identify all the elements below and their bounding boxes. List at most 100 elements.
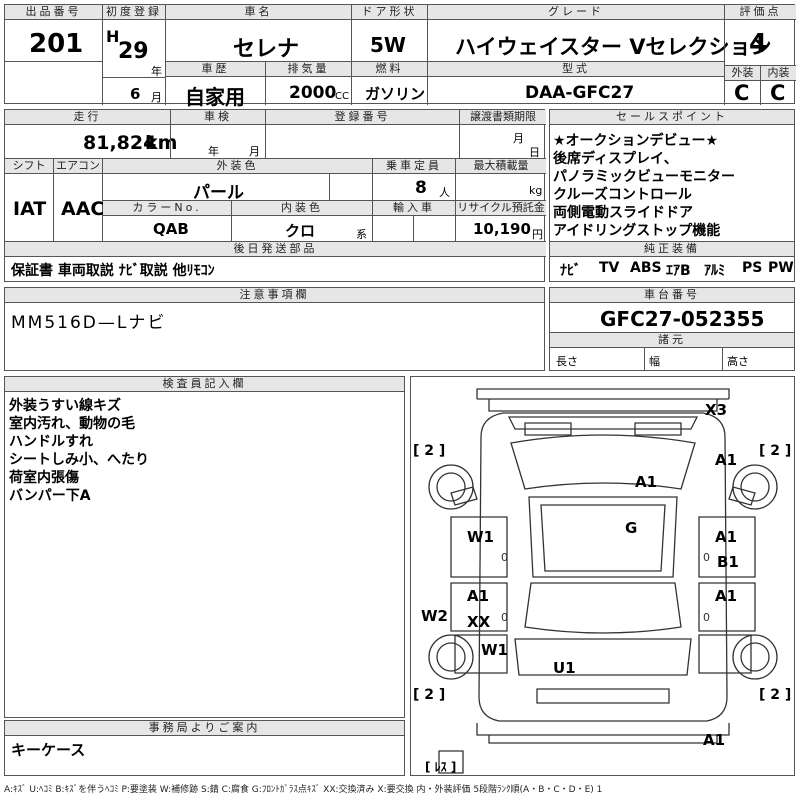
tire-grade: [ 2 ]	[759, 687, 791, 703]
door-type: 5W	[370, 33, 406, 57]
int-color: クロ	[285, 222, 316, 240]
width-label: 幅	[649, 355, 660, 368]
chassis-header: 車台番号	[550, 288, 794, 303]
inspector-line: シートしみ小、へたり	[9, 452, 149, 468]
inspector-line: 室内汚れ、動物の毛	[9, 416, 136, 432]
damage-mark: G	[625, 519, 637, 537]
capacity-unit: 人	[439, 186, 450, 199]
lot-number: 201	[29, 29, 84, 59]
year-unit: 年	[151, 65, 162, 78]
inspector-line: ハンドルすれ	[9, 434, 93, 450]
era: H	[106, 27, 120, 46]
ac-header: エアコン	[54, 159, 102, 174]
color-no-header: カラーNo.	[103, 201, 231, 216]
fuel: ガソリン	[365, 85, 426, 103]
zero-mark: 0	[501, 551, 508, 564]
inspector-line: バンパー下A	[9, 488, 91, 504]
mileage: 81,824	[83, 132, 157, 154]
header-table: 出品番号 201 初度登録 H 29 年 6 月 車名 セレナ ドア形状 5W …	[4, 4, 796, 109]
inspector-header: 検査員記入欄	[5, 377, 404, 392]
insp-month-unit: 月	[249, 145, 260, 158]
chassis-box: 車台番号 GFC27-052355 諸元 長さ 幅 高さ	[549, 287, 795, 371]
sales-line: ★オークションデビュー★	[553, 133, 719, 149]
tire-grade: [ 2 ]	[413, 443, 445, 459]
zero-mark: 0	[703, 611, 710, 624]
spec-table: 走行 81,824 km 車検 年 月 登録番号 譲渡書類期限 月 日 シフト …	[4, 109, 546, 282]
recycle-unit: 円	[532, 228, 543, 241]
sales-line: アイドリングストップ機能	[553, 223, 721, 239]
damage-mark: A1	[635, 473, 657, 491]
lot-header: 出品番号	[5, 5, 102, 20]
damage-mark: U1	[553, 659, 576, 677]
ext-header: 外装	[725, 66, 760, 81]
equipment-item: ｱﾙﾐ	[704, 263, 725, 279]
fuel-header: 燃料	[352, 62, 427, 77]
recycle-fee: 10,190	[473, 220, 531, 238]
aircon: AAC	[61, 198, 105, 220]
displacement-header: 排気量	[266, 62, 351, 77]
sales-points-header: セールスポイント	[550, 110, 794, 125]
deadline-day: 日	[529, 146, 540, 159]
doors-header: ドア形状	[352, 5, 427, 20]
cc-unit: CC	[335, 91, 349, 102]
later-parts: 保証書 車両取説 ﾅﾋﾞ取説 他ﾘﾓｺﾝ	[11, 263, 215, 279]
later-parts-header: 後日発送部品	[5, 242, 546, 257]
int-color-header: 内装色	[232, 201, 372, 216]
shift: IAT	[13, 198, 47, 220]
inspection-header: 車検	[171, 110, 265, 125]
deadline-header: 譲渡書類期限	[460, 110, 546, 125]
load-unit: kg	[529, 184, 543, 197]
damage-mark: A1	[715, 528, 737, 546]
notes-text: MM516D—Lナビ	[11, 313, 167, 333]
tire-grade: [ 2 ]	[759, 443, 791, 459]
damage-mark: XX	[467, 613, 491, 631]
equipment-item: ﾅﾋﾞ	[560, 263, 581, 279]
score-header: 評価点	[725, 5, 796, 20]
grade: ハイウェイスター Vセレクション	[455, 35, 772, 59]
spare-tire: [ ﾚｽ ]	[425, 760, 456, 774]
car-diagram-box: X3 A1 A1 G W1 A1 B1 A1 A1 XX W2 W1 U1 A1…	[410, 376, 795, 776]
sales-points-box: セールスポイント ★オークションデビュー★ 後席ディスプレイ、 パノラミックビュ…	[549, 109, 795, 282]
type-code: DAA-GFC27	[525, 83, 635, 103]
int-color-unit: 系	[356, 228, 367, 241]
zero-mark: 0	[501, 611, 508, 624]
int-grade: C	[770, 81, 786, 105]
reg-header: 登録番号	[266, 110, 459, 125]
zero-mark: 0	[703, 551, 710, 564]
height-label: 高さ	[727, 355, 749, 368]
equipment-item: ABS	[630, 260, 662, 276]
score: 4	[749, 29, 768, 59]
load-header: 最大積載量	[456, 159, 546, 174]
sales-line: 両側電動スライドドア	[553, 205, 693, 221]
office-box: 事務局よりご案内 キーケース	[4, 720, 405, 776]
capacity-header: 乗車定員	[373, 159, 455, 174]
color-header: 外装色	[103, 159, 372, 174]
sales-line: 後席ディスプレイ、	[553, 151, 678, 167]
ext-grade: C	[734, 81, 750, 105]
damage-mark: W2	[421, 607, 448, 625]
office-text: キーケース	[11, 741, 86, 759]
inspector-line: 外装うすい線キズ	[9, 398, 121, 414]
history: 自家用	[185, 85, 245, 109]
notes-header: 注意事項欄	[5, 288, 544, 303]
history-header: 車歴	[166, 62, 265, 77]
inspector-line: 荷室内張傷	[9, 470, 79, 486]
insp-year-unit: 年	[208, 145, 219, 158]
equipment-item: PW	[768, 260, 794, 276]
length-label: 長さ	[556, 355, 578, 368]
sales-line: パノラミックビューモニター	[553, 169, 735, 185]
damage-mark: W1	[467, 528, 494, 546]
damage-mark: A1	[715, 587, 737, 605]
deadline-month: 月	[513, 132, 524, 145]
tire-grade: [ 2 ]	[413, 687, 445, 703]
first-reg-year: 29	[118, 39, 149, 64]
office-header: 事務局よりご案内	[5, 721, 404, 736]
damage-mark: W1	[481, 641, 508, 659]
model-name: セレナ	[233, 37, 300, 62]
color-no: QAB	[153, 220, 189, 238]
spec-header: 諸元	[550, 333, 794, 348]
mileage-header: 走行	[5, 110, 170, 125]
damage-mark: A1	[467, 587, 489, 605]
grade-header: グレード	[428, 5, 724, 20]
import-header: 輸入車	[373, 201, 455, 216]
